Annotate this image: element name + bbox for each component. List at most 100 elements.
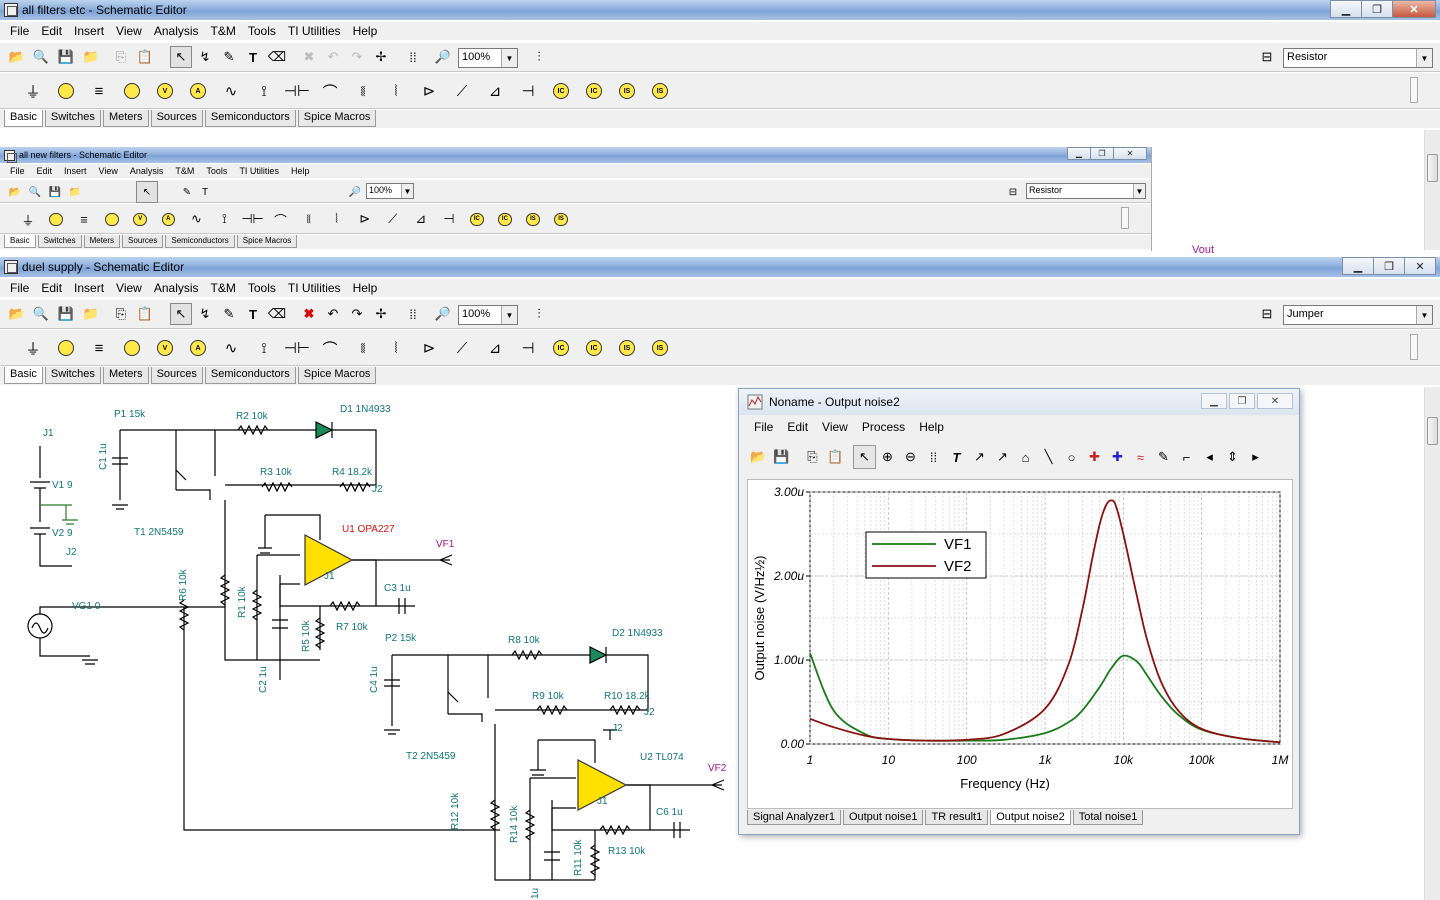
minimize-button[interactable]: ▁ — [1067, 147, 1091, 160]
menu-insert[interactable]: Insert — [74, 281, 105, 295]
menu-analysis[interactable]: Analysis — [129, 166, 164, 176]
potentiometer-icon[interactable]: ⟟ — [261, 82, 267, 100]
inductor-icon[interactable]: ⌒ — [274, 212, 287, 228]
cursor-a-icon[interactable]: ✚ — [1089, 449, 1100, 464]
open-icon[interactable]: 📂 — [750, 449, 767, 464]
voltage-probe-icon[interactable]: V — [150, 333, 180, 363]
maximize-button[interactable]: ❐ — [1373, 257, 1405, 275]
pointer-icon[interactable]: ↖ — [853, 445, 876, 469]
menu-file[interactable]: File — [10, 24, 30, 38]
maximize-button[interactable]: ❐ — [1229, 393, 1255, 409]
redo-icon[interactable]: ↷ — [351, 306, 363, 321]
zoom-select[interactable]: 100%▼ — [366, 183, 414, 199]
grid-icon[interactable]: ⁞⁞ — [409, 49, 417, 65]
label-icon[interactable]: ⌂ — [1021, 449, 1030, 465]
ground-icon[interactable]: ⏚ — [21, 212, 35, 228]
junction-icon[interactable]: ✢ — [375, 306, 387, 321]
battery-icon[interactable]: ≡ — [94, 339, 104, 357]
tab-meters[interactable]: Meters — [102, 367, 149, 384]
transformer-icon[interactable]: ⧛ — [360, 82, 366, 100]
analyzer-menu-file[interactable]: File — [754, 420, 774, 434]
ic-meter-icon[interactable]: IC — [546, 333, 576, 363]
tab-semiconductors[interactable]: Semiconductors — [165, 235, 235, 248]
analyzer-menu-process[interactable]: Process — [861, 420, 906, 434]
pointer-icon[interactable]: ↖ — [170, 303, 192, 325]
zoom-icon[interactable]: 🔎 — [434, 306, 452, 321]
copy-icon[interactable]: ⎘ — [115, 49, 127, 64]
delete-icon[interactable]: ✖ — [303, 306, 315, 321]
window-2-titlebar[interactable]: all new filters - Schematic Editor ▁ ❐ ✕ — [0, 147, 1151, 163]
tab-spice-macros[interactable]: Spice Macros — [236, 235, 298, 248]
analyzer-menu-view[interactable]: View — [822, 420, 848, 434]
menu-ti-utilities[interactable]: TI Utilities — [239, 166, 279, 176]
window-3-titlebar[interactable]: duel supply - Schematic Editor ▁ ❐ ✕ — [0, 257, 1440, 277]
transformer-icon[interactable]: ⧛ — [360, 339, 366, 357]
maximize-button[interactable]: ❐ — [1361, 0, 1393, 18]
zoom-out-icon[interactable]: ⊖ — [905, 449, 916, 464]
paste-icon[interactable]: 📋 — [136, 306, 154, 321]
selector-icon[interactable]: ⊟ — [1261, 49, 1273, 64]
recent-icon[interactable]: 📁 — [68, 186, 82, 198]
diode-icon[interactable]: ⊳ — [359, 211, 370, 227]
ground-icon[interactable]: ⏚ — [25, 83, 41, 101]
recent-icon[interactable]: 📁 — [82, 306, 100, 321]
component-tool-icon[interactable]: ⫶ — [537, 306, 541, 321]
grid-icon[interactable]: ⁞⁞ — [929, 449, 938, 465]
circle-icon[interactable]: ○ — [1067, 449, 1076, 465]
menu-analysis[interactable]: Analysis — [153, 24, 199, 38]
component-select[interactable]: Resistor▼ — [1283, 48, 1433, 68]
add-curve-icon[interactable]: ≈ — [1136, 449, 1145, 465]
menu-view[interactable]: View — [116, 24, 142, 38]
jumper-icon[interactable]: ⊣ — [521, 83, 535, 100]
tab-sources[interactable]: Sources — [150, 110, 203, 127]
menu-help[interactable]: Help — [352, 281, 378, 295]
voltage-probe-icon[interactable]: V — [150, 76, 180, 106]
potentiometer-icon[interactable]: ⟟ — [222, 211, 227, 227]
capacitor-icon[interactable]: ⊣⊢ — [241, 211, 264, 227]
is-meter-icon[interactable]: IS — [520, 207, 546, 233]
analyzer-menu-edit[interactable]: Edit — [787, 420, 809, 434]
is-source-icon[interactable]: IS — [645, 333, 675, 363]
close-button[interactable]: ✕ — [1113, 147, 1147, 160]
wire-pointer-icon[interactable]: ↯ — [199, 306, 211, 321]
cursor-b-icon[interactable]: ✚ — [1112, 449, 1123, 464]
menu-edit[interactable]: Edit — [41, 24, 63, 38]
current-probe-icon[interactable]: A — [183, 333, 213, 363]
is-meter-icon[interactable]: IS — [612, 333, 642, 363]
is-source-icon[interactable]: IS — [548, 207, 574, 233]
toolbar-grip[interactable] — [1121, 207, 1129, 230]
minimize-button[interactable]: ▁ — [1342, 257, 1374, 275]
grid-icon[interactable]: ⁞⁞ — [409, 306, 417, 322]
save-icon[interactable]: 💾 — [773, 449, 790, 464]
tab-output-noise1[interactable]: Output noise1 — [842, 810, 924, 825]
updown-arrow-icon[interactable]: ⇕ — [1227, 449, 1238, 464]
capacitor-icon[interactable]: ⊣⊢ — [283, 83, 311, 100]
component-tool-icon[interactable]: ⫶ — [537, 49, 541, 64]
menu-insert[interactable]: Insert — [74, 24, 105, 38]
ground-icon[interactable]: ⏚ — [25, 340, 41, 358]
resistor-icon[interactable]: ∿ — [224, 340, 238, 357]
junction-icon[interactable]: ✢ — [375, 49, 387, 64]
find-icon[interactable]: 🔍 — [32, 49, 50, 64]
tab-basic[interactable]: Basic — [4, 235, 36, 248]
zoom-select[interactable]: 100%▼ — [458, 48, 518, 68]
menu-insert[interactable]: Insert — [64, 166, 87, 176]
tab-sources[interactable]: Sources — [150, 367, 203, 384]
zener-icon[interactable]: ⊿ — [488, 83, 502, 100]
inductor-icon[interactable]: ⌒ — [322, 340, 338, 358]
tab-semiconductors[interactable]: Semiconductors — [204, 110, 296, 127]
diode-icon[interactable]: ⊳ — [422, 83, 436, 100]
menu-edit[interactable]: Edit — [41, 281, 63, 295]
toolbar-grip[interactable] — [1410, 77, 1418, 103]
tab-spice-macros[interactable]: Spice Macros — [297, 110, 377, 127]
zoom-in-icon[interactable]: ⊕ — [882, 449, 893, 464]
switch-icon[interactable]: ⟋ — [456, 82, 468, 100]
scroll-thumb[interactable] — [1427, 417, 1438, 445]
voltage-probe-icon[interactable]: V — [128, 207, 154, 233]
recent-icon[interactable]: 📁 — [82, 49, 100, 64]
text-icon[interactable]: T — [952, 449, 961, 465]
component-select[interactable]: Resistor▼ — [1026, 183, 1146, 199]
tab-sources[interactable]: Sources — [122, 235, 164, 248]
close-button[interactable]: ✕ — [1404, 257, 1436, 275]
